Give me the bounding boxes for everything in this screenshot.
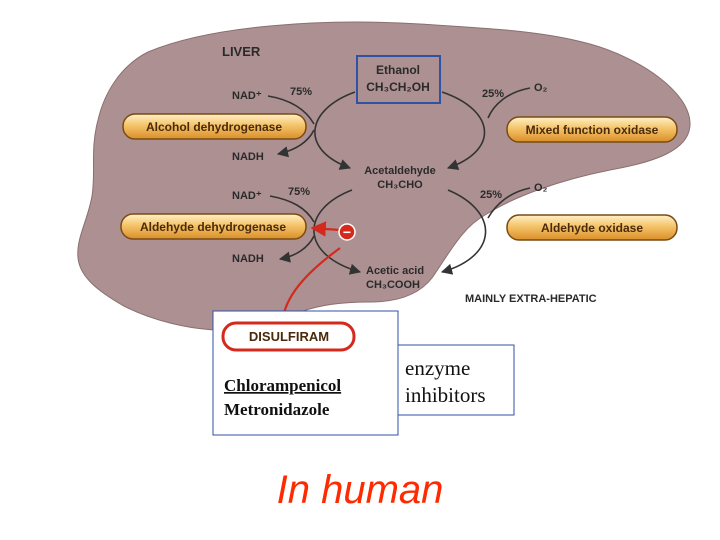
inhibition-minus-icon [338, 223, 356, 241]
caption: In human [276, 468, 444, 512]
ethanol-box [356, 55, 441, 104]
liver-shape [77, 21, 691, 331]
step1-nad: NAD⁺ [232, 90, 262, 102]
step1-main-arrow [314, 91, 356, 170]
step2-nad: NAD⁺ [232, 190, 262, 202]
acetaldehyde-formula: CH₃CHO [377, 179, 423, 191]
step2-alt-arrow [440, 189, 487, 275]
step2-pct-main: 75% [288, 186, 310, 198]
inhibitor-drug-1: Chlorampenicol [224, 376, 341, 395]
step2-pct-alt: 25% [480, 189, 502, 201]
step2-nad-arrow [269, 195, 315, 223]
step1-nadh: NADH [232, 151, 264, 163]
inhibitor-class-line1: enzyme [405, 356, 470, 380]
mixed-function-oxidase-label: Mixed function oxidase [526, 123, 659, 137]
aldehyde-dehydrogenase-pill [120, 213, 307, 240]
step2-nadh: NADH [232, 253, 264, 265]
inhibitor-class-line2: inhibitors [405, 383, 486, 407]
disulfiram-pill [221, 321, 356, 352]
step1-alt-arrow [441, 91, 486, 170]
extrahepatic-note: MAINLY EXTRA-HEPATIC [465, 293, 597, 305]
alcohol-dehydrogenase-label: Alcohol dehydrogenase [146, 120, 282, 134]
aldehyde-oxidase-label: Aldehyde oxidase [541, 221, 643, 235]
step1-pct-alt: 25% [482, 88, 504, 100]
ethanol-name: Ethanol [376, 63, 420, 77]
disulfiram-label: DISULFIRAM [249, 329, 329, 344]
acetic-acid-formula: CH₃COOH [366, 279, 420, 291]
aldehyde-dehydrogenase-label: Aldehyde dehydrogenase [140, 220, 286, 234]
disulfiram-inhibition-line [281, 247, 341, 318]
step1-pct-main: 75% [290, 86, 312, 98]
inhibition-arrow [310, 221, 341, 237]
inhibitor-drug-2: Metronidazole [224, 400, 330, 419]
mixed-function-oxidase-pill [506, 116, 678, 143]
step1-o2: O₂ [534, 82, 548, 94]
step1-nad-arrow [267, 95, 315, 125]
aldehyde-oxidase-pill [506, 214, 678, 241]
inhibitor-class-box [397, 344, 515, 416]
step1-o2-arrow [487, 87, 531, 119]
acetic-acid-name: Acetic acid [366, 265, 424, 277]
inhibition-sign: − [343, 224, 351, 240]
step2-nadh-arrow [278, 235, 315, 263]
alcohol-dehydrogenase-pill [122, 113, 307, 140]
step2-o2-arrow [487, 187, 531, 219]
ethanol-formula: CH₃CH₂OH [366, 80, 430, 94]
liver-label: LIVER [222, 44, 261, 59]
step1-nadh-arrow [276, 129, 315, 158]
acetaldehyde-name: Acetaldehyde [364, 165, 436, 177]
step2-o2: O₂ [534, 182, 548, 194]
